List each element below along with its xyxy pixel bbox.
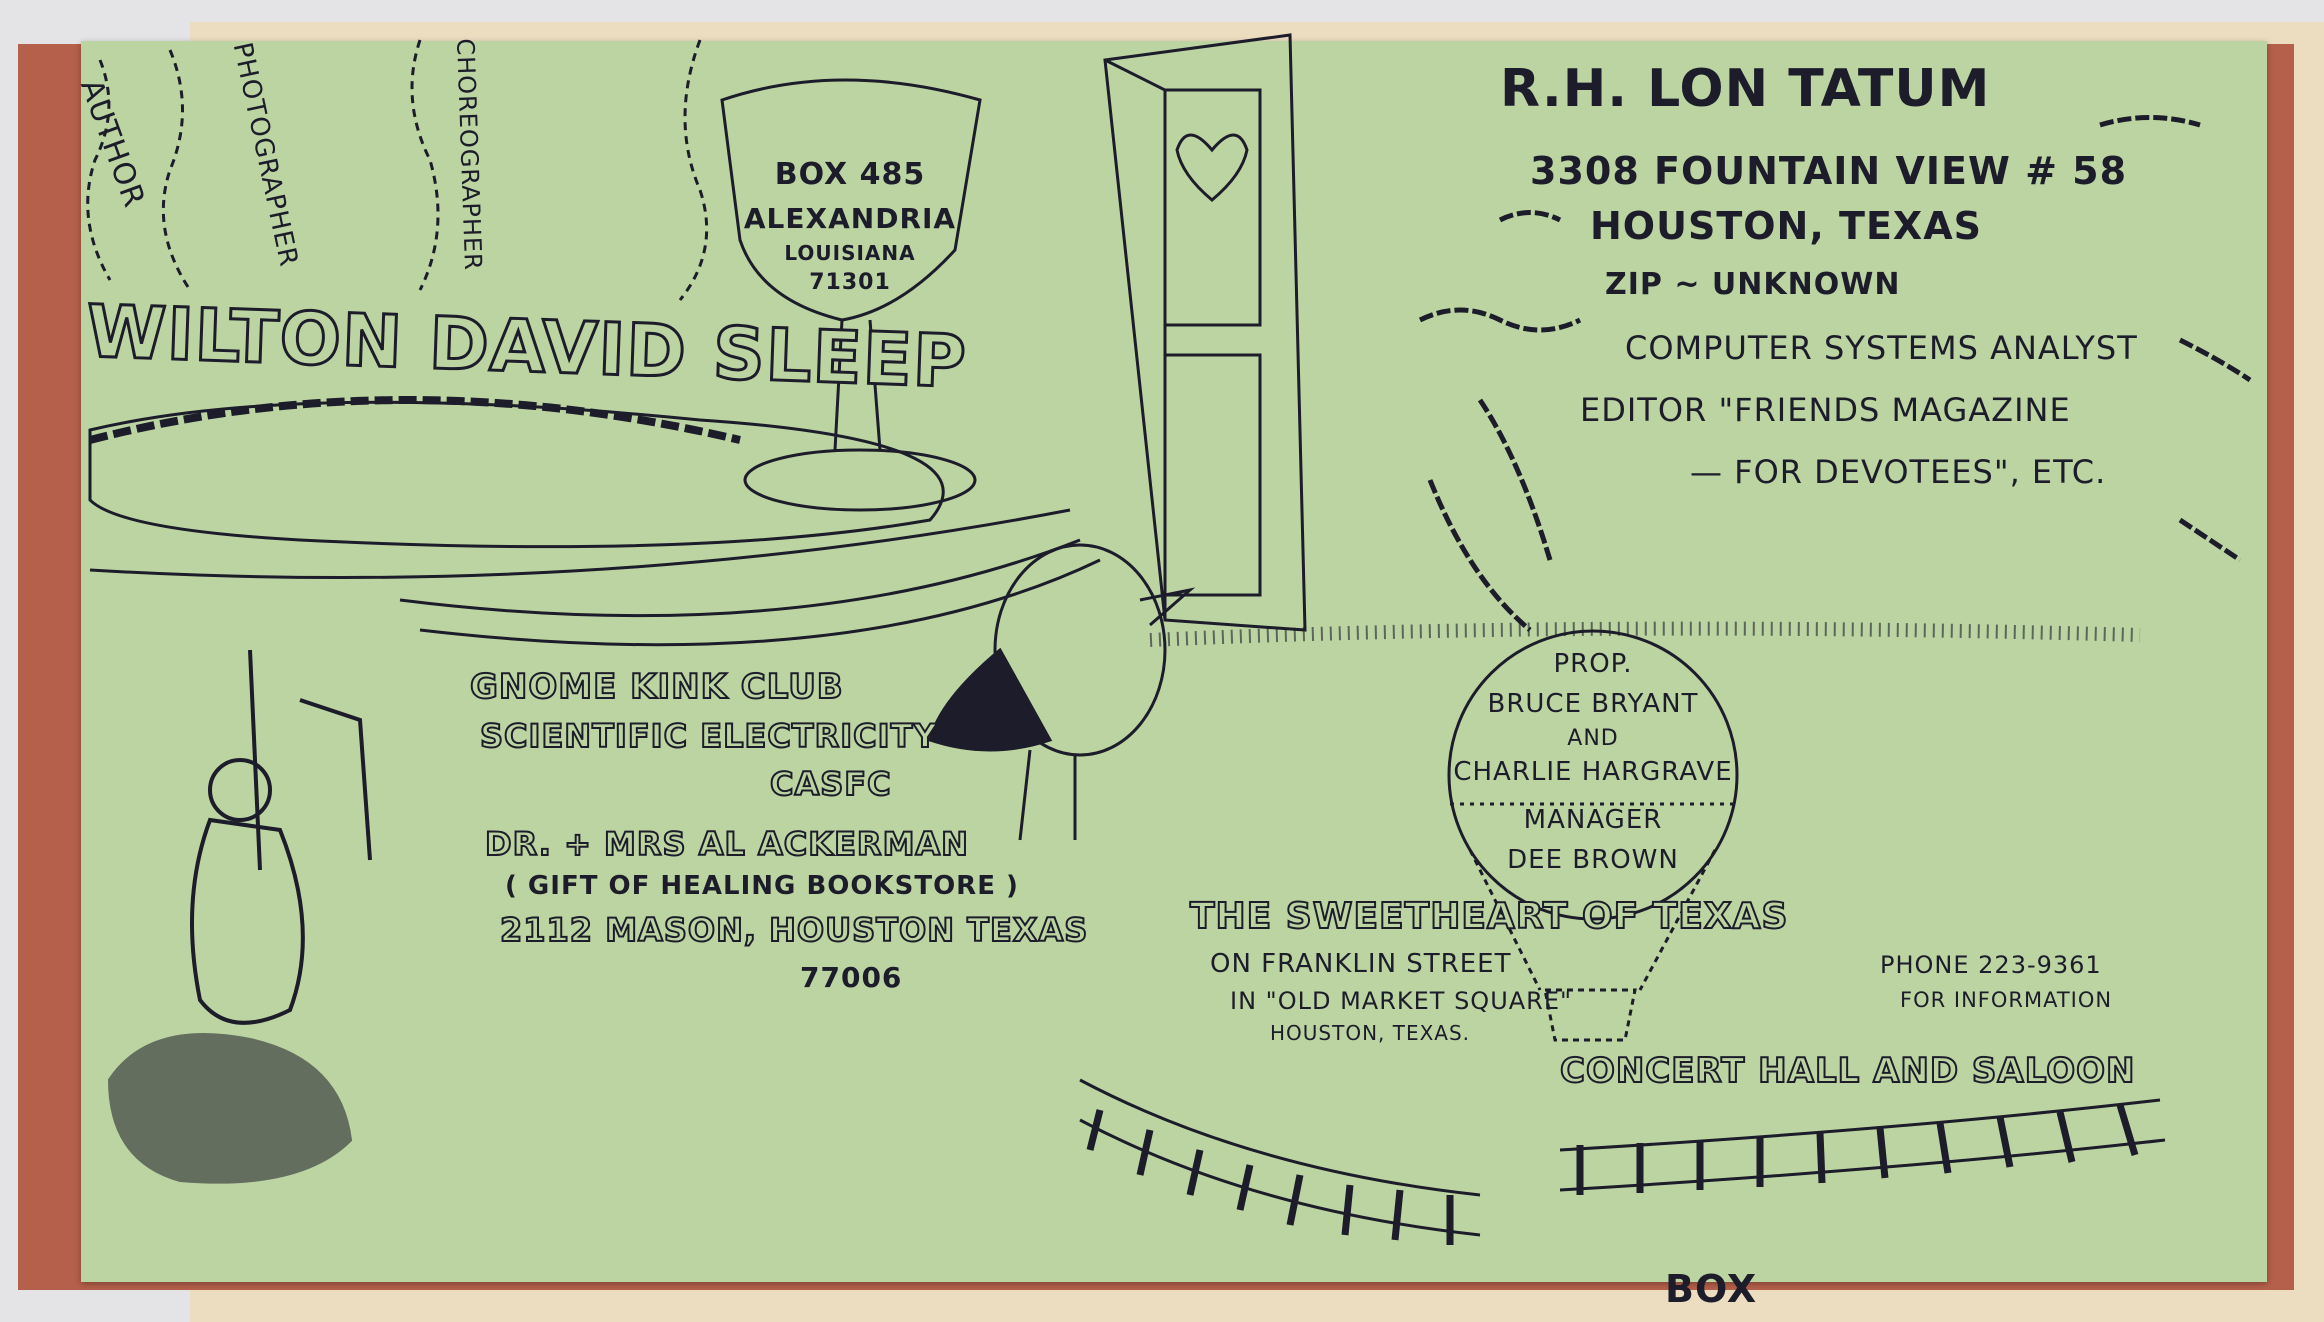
platter-drawing bbox=[88, 400, 945, 549]
club-store: ( GIFT OF HEALING BOOKSTORE ) bbox=[505, 871, 1019, 901]
squiggle-rays bbox=[1418, 115, 2252, 632]
tatum-address: 3308 FOUNTAIN VIEW # 58 bbox=[1530, 149, 2128, 193]
club-zip: 77006 bbox=[800, 961, 903, 994]
balloon-drawing bbox=[1447, 629, 1740, 1042]
goblet-box: BOX 485 bbox=[774, 157, 926, 192]
tatum-editor-2: — FOR DEVOTEES", ETC. bbox=[1690, 453, 2107, 491]
goblet-state: LOUISIANA bbox=[784, 241, 916, 265]
saloon-hall: CONCERT HALL AND SALOON bbox=[1559, 1050, 2136, 1091]
tatum-name: R.H. LON TATUM bbox=[1500, 59, 1991, 119]
saloon-phone: PHONE 223-9361 bbox=[1880, 951, 2102, 979]
balloon-owner-1: BRUCE BRYANT bbox=[1487, 689, 1699, 719]
saloon-title: THE SWEETHEART OF TEXAS bbox=[1189, 895, 1789, 938]
club-names: DR. + MRS AL ACKERMAN bbox=[484, 825, 969, 864]
steam-lines bbox=[86, 39, 709, 301]
tray-lines bbox=[89, 508, 1101, 647]
club-line-2: SCIENTIFIC ELECTRICITY bbox=[479, 717, 938, 756]
bird-drawing bbox=[928, 543, 1196, 841]
under-card-text: BOX bbox=[1665, 1267, 1758, 1311]
railroad-tracks bbox=[1079, 1078, 2166, 1245]
tatum-zip: ZIP ~ UNKNOWN bbox=[1605, 267, 1901, 302]
club-line-3: CASFC bbox=[769, 765, 892, 804]
goblet-zip: 71301 bbox=[809, 270, 891, 295]
balloon-prop: PROP. bbox=[1553, 649, 1633, 679]
lady-illustration bbox=[107, 649, 372, 1184]
saloon-square: IN "OLD MARKET SQUARE" bbox=[1230, 987, 1573, 1015]
door-drawing bbox=[1103, 33, 1307, 632]
saloon-city: HOUSTON, TEXAS. bbox=[1270, 1021, 1471, 1045]
club-address: 2112 MASON, HOUSTON TEXAS bbox=[499, 911, 1089, 950]
saloon-info: FOR INFORMATION bbox=[1900, 988, 2113, 1012]
balloon-and: AND bbox=[1567, 726, 1619, 751]
goblet-city: ALEXANDRIA bbox=[743, 202, 957, 235]
tatum-city: HOUSTON, TEXAS bbox=[1590, 204, 1982, 248]
tatum-editor-1: EDITOR "FRIENDS MAGAZINE bbox=[1580, 391, 2071, 429]
goblet-drawing bbox=[720, 78, 982, 512]
balloon-manager: MANAGER bbox=[1523, 805, 1663, 835]
green-card bbox=[81, 41, 2267, 1282]
club-line-1: GNOME KINK CLUB bbox=[469, 666, 844, 707]
balloon-owner-2: CHARLIE HARGRAVE bbox=[1453, 757, 1733, 787]
saloon-street: ON FRANKLIN STREET bbox=[1210, 949, 1512, 979]
tatum-job: COMPUTER SYSTEMS ANALYST bbox=[1625, 329, 2138, 367]
balloon-manager-name: DEE BROWN bbox=[1507, 845, 1679, 875]
pie-crust bbox=[89, 396, 741, 444]
